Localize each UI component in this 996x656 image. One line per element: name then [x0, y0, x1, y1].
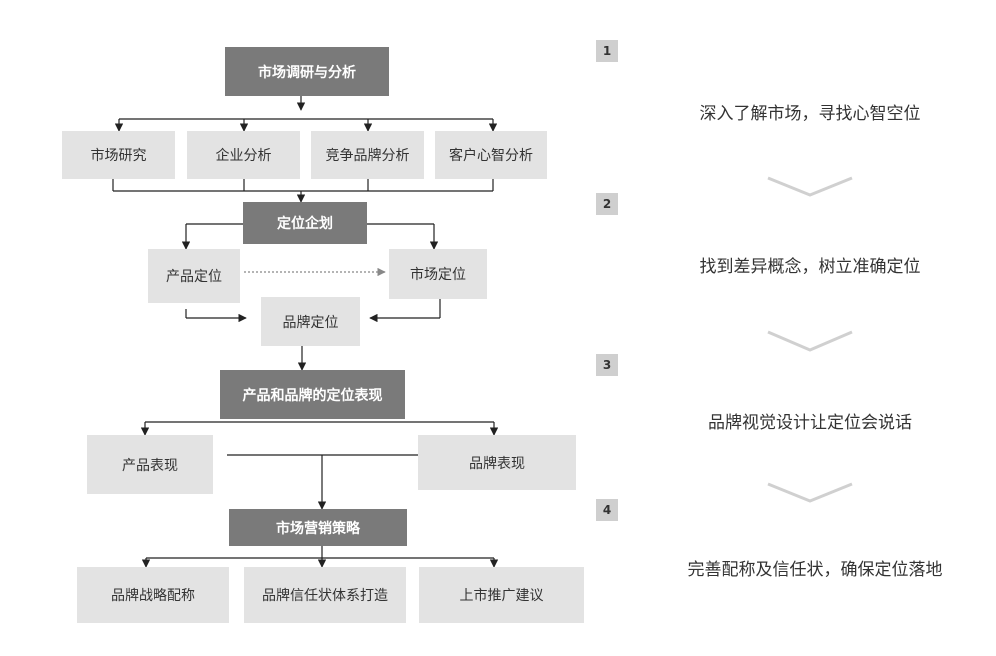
product-positioning-box: 产品定位	[148, 249, 240, 303]
launch-promotion-box: 上市推广建议	[419, 567, 584, 623]
step-4-text: 完善配称及信任状，确保定位落地	[687, 560, 943, 580]
step-4-number: 4	[596, 499, 618, 521]
step-1-number: 1	[596, 40, 618, 62]
company-analysis-box: 企业分析	[187, 131, 300, 179]
step-3-number: 3	[596, 354, 618, 376]
market-research-box: 市场研究	[62, 131, 175, 179]
step-1-text: 深入了解市场，寻找心智空位	[699, 104, 921, 124]
expression-title-box: 产品和品牌的定位表现	[220, 370, 405, 419]
customer-mind-analysis-box: 客户心智分析	[435, 131, 547, 179]
marketing-title-box: 市场营销策略	[229, 509, 407, 546]
trust-system-box: 品牌信任状体系打造	[244, 567, 406, 623]
brand-positioning-box: 品牌定位	[261, 297, 360, 346]
brand-expression-box: 品牌表现	[418, 435, 576, 490]
market-positioning-box: 市场定位	[389, 249, 487, 299]
step-2-number: 2	[596, 193, 618, 215]
product-expression-box: 产品表现	[87, 435, 213, 494]
step-2-text: 找到差异概念，树立准确定位	[699, 257, 921, 277]
competitor-analysis-box: 竞争品牌分析	[311, 131, 424, 179]
research-title-box: 市场调研与分析	[225, 47, 389, 96]
brand-strategy-box: 品牌战略配称	[77, 567, 229, 623]
step-3-text: 品牌视觉设计让定位会说话	[708, 413, 912, 433]
positioning-title-box: 定位企划	[243, 202, 367, 244]
